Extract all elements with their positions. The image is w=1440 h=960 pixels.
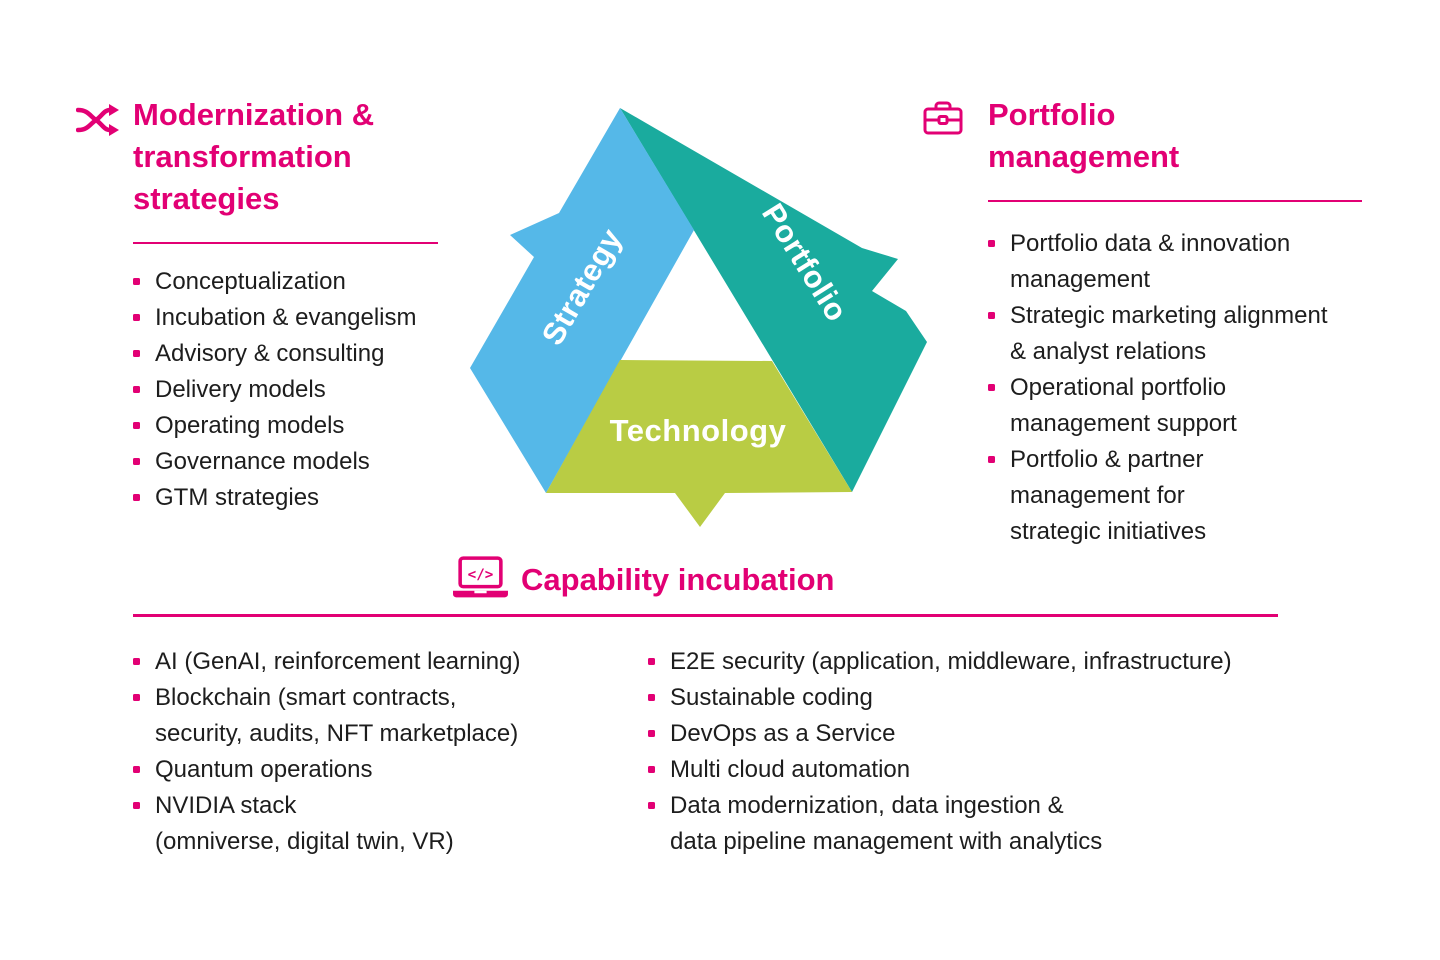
capability-title: Capability incubation: [521, 562, 835, 597]
list-item: DevOps as a Service: [648, 716, 1348, 752]
strategy-band: [470, 108, 694, 493]
laptop-code-icon: </>: [452, 556, 509, 601]
bullet-icon: [133, 802, 140, 809]
bullet-icon: [133, 422, 140, 429]
modernization-title: Modernization & transformation strategie…: [133, 97, 375, 216]
briefcase-icon: [923, 98, 963, 138]
capability-list-left: AI (GenAI, reinforcement learning) Block…: [133, 644, 623, 860]
capability-header: </> Capability incubation: [452, 556, 834, 601]
list-item: Portfolio & partner management for strat…: [988, 442, 1408, 550]
list-item: GTM strategies: [133, 480, 493, 516]
bullet-icon: [133, 350, 140, 357]
list-item: Strategic marketing alignment & analyst …: [988, 298, 1408, 370]
bullet-icon: [648, 694, 655, 701]
shuffle-icon: [75, 102, 120, 138]
bullet-icon: [133, 766, 140, 773]
list-item: Sustainable coding: [648, 680, 1348, 716]
bullet-icon: [133, 458, 140, 465]
list-item: Advisory & consulting: [133, 336, 493, 372]
list-item: NVIDIA stack (omniverse, digital twin, V…: [133, 788, 623, 860]
list-item: Multi cloud automation: [648, 752, 1348, 788]
list-item: Operational portfolio management support: [988, 370, 1408, 442]
list-item: Quantum operations: [133, 752, 623, 788]
bullet-icon: [133, 314, 140, 321]
bullet-icon: [988, 384, 995, 391]
bullet-icon: [988, 240, 995, 247]
modernization-list: Conceptualization Incubation & evangelis…: [133, 264, 493, 516]
technology-band-label: Technology: [610, 413, 787, 448]
portfolio-mgmt-divider: [988, 200, 1362, 202]
portfolio-mgmt-title: Portfolio management: [988, 97, 1180, 174]
portfolio-mgmt-list: Portfolio data & innovation management S…: [988, 226, 1408, 550]
list-item: Data modernization, data ingestion & dat…: [648, 788, 1348, 860]
list-item: Operating models: [133, 408, 493, 444]
list-item: Portfolio data & innovation management: [988, 226, 1408, 298]
list-item: Conceptualization: [133, 264, 493, 300]
bullet-icon: [988, 456, 995, 463]
list-item: AI (GenAI, reinforcement learning): [133, 644, 623, 680]
list-item: E2E security (application, middleware, i…: [648, 644, 1348, 680]
bullet-icon: [648, 658, 655, 665]
capability-list-right: E2E security (application, middleware, i…: [648, 644, 1348, 860]
modernization-divider: [133, 242, 438, 244]
bullet-icon: [133, 694, 140, 701]
technology-band: [546, 360, 852, 527]
bullet-icon: [133, 278, 140, 285]
bullet-icon: [648, 730, 655, 737]
svg-text:</>: </>: [468, 567, 494, 583]
strategy-portfolio-technology-triangle: Strategy Portfolio Technology: [440, 85, 950, 550]
bullet-icon: [648, 766, 655, 773]
list-item: Governance models: [133, 444, 493, 480]
list-item: Incubation & evangelism: [133, 300, 493, 336]
bullet-icon: [133, 658, 140, 665]
bullet-icon: [133, 386, 140, 393]
list-item: Delivery models: [133, 372, 493, 408]
bullet-icon: [988, 312, 995, 319]
bullet-icon: [133, 494, 140, 501]
bullet-icon: [648, 802, 655, 809]
capability-divider: [133, 614, 1278, 617]
portfolio-band: [620, 108, 927, 492]
list-item: Blockchain (smart contracts, security, a…: [133, 680, 623, 752]
